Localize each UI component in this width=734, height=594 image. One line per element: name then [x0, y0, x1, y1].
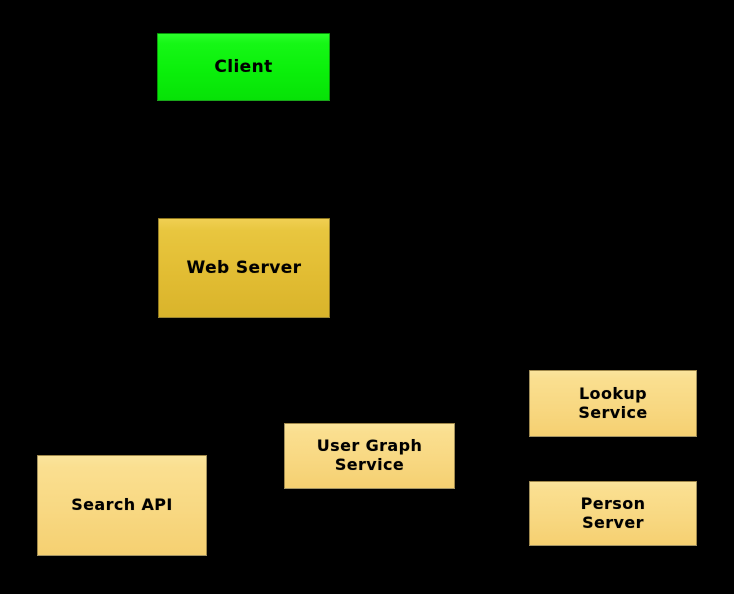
node-user-graph-service[interactable]: User Graph Service [284, 423, 455, 489]
node-person-server[interactable]: Person Server [529, 481, 697, 546]
node-web-server[interactable]: Web Server [158, 218, 330, 318]
node-label-person-server: Person Server [580, 493, 646, 532]
node-client[interactable]: Client [157, 33, 330, 101]
node-label-lookup-service: Lookup Service [578, 383, 648, 422]
node-search-api[interactable]: Search API [37, 455, 207, 556]
node-label-user-graph-service: User Graph Service [316, 436, 423, 474]
node-label-search-api: Search API [71, 495, 173, 515]
node-lookup-service[interactable]: Lookup Service [529, 370, 697, 437]
node-label-client: Client [214, 56, 273, 77]
node-label-web-server: Web Server [186, 257, 302, 278]
